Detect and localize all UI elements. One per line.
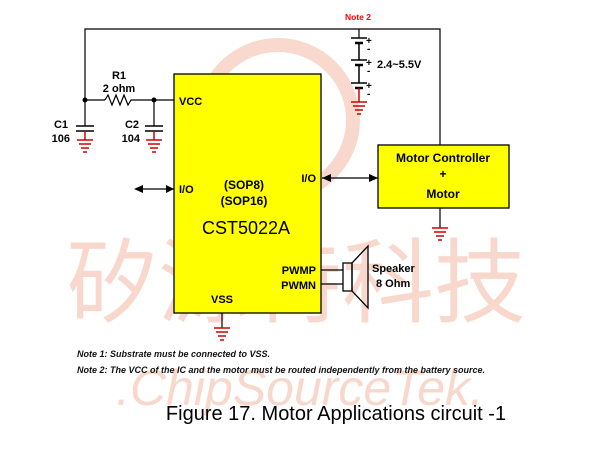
wires <box>84 28 441 328</box>
c1-value: 106 <box>52 133 70 145</box>
battery-plus: + <box>366 36 372 47</box>
c2-ref: C2 <box>125 119 139 131</box>
ground-symbol-motor <box>432 227 448 241</box>
note2-tag: Note 2 <box>345 12 371 22</box>
battery-plus: + <box>366 81 372 92</box>
junction-dot <box>151 97 157 103</box>
ic-cst5022a <box>173 73 322 314</box>
ic-vcc-pin: VCC <box>179 96 202 108</box>
junction-dot <box>82 97 88 103</box>
ground-symbol-c2 <box>146 139 162 153</box>
capacitor-c2 <box>145 125 163 140</box>
ic-pwmp-pin: PWMP <box>282 265 316 277</box>
io-left-arrow <box>134 185 174 193</box>
battery-minus: - <box>367 89 370 100</box>
motor-line3: Motor <box>426 187 460 201</box>
ground-symbol-vss <box>214 327 230 341</box>
battery-plus: + <box>366 58 372 69</box>
r1-value: 2 ohm <box>103 83 136 95</box>
note2: Note 2: The VCC of the IC and the motor … <box>77 365 485 375</box>
ic-vss-pin: VSS <box>211 294 233 306</box>
ground-symbol-c1 <box>77 139 93 153</box>
battery-minus: - <box>367 44 370 55</box>
ic-part-number: CST5022A <box>202 218 290 238</box>
note1: Note 1: Substrate must be connected to V… <box>77 349 270 359</box>
c2-value: 104 <box>122 133 141 145</box>
capacitor-c1 <box>76 125 94 140</box>
c1-ref: C1 <box>54 119 68 131</box>
motor-controller-block <box>377 144 510 209</box>
wire-top-rail <box>84 28 441 145</box>
speaker-label: Speaker <box>372 263 416 275</box>
ic-io-right-pin: I/O <box>301 173 316 185</box>
ic-package-sop8: (SOP8) <box>224 178 264 192</box>
ic-pwmn-pin: PWMN <box>281 280 316 292</box>
io-right-arrow <box>322 174 378 182</box>
motor-line1: Motor Controller <box>396 151 490 165</box>
battery-minus: - <box>367 66 370 77</box>
r1-ref: R1 <box>112 70 126 82</box>
resistor-r1 <box>104 93 133 107</box>
ic-package-sop16: (SOP16) <box>221 194 268 208</box>
battery-voltage: 2.4~5.5V <box>377 59 422 71</box>
battery-polarity-marks: + - + - + - <box>366 36 372 100</box>
watermark-en: .ChipSourceTek. <box>116 360 484 416</box>
figure-caption: Figure 17. Motor Applications circuit -1 <box>166 403 506 425</box>
battery-stack <box>351 37 367 102</box>
speaker-impedance: 8 Ohm <box>376 278 410 290</box>
speaker-icon <box>342 244 369 310</box>
ic-io-left-pin: I/O <box>179 184 194 196</box>
motor-line2: + <box>439 167 446 181</box>
